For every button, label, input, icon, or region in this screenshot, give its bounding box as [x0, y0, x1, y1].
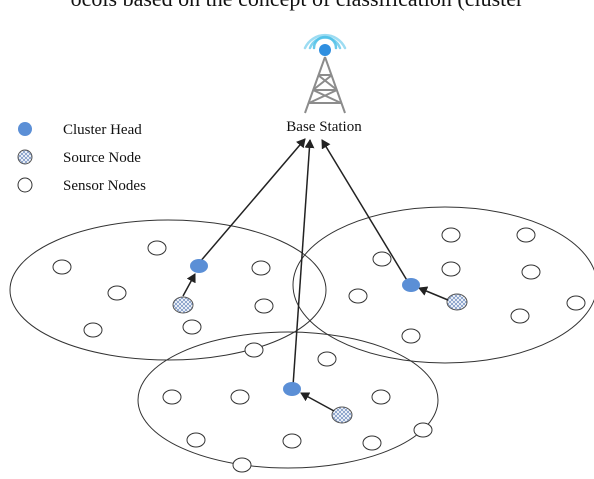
- sensor-node: [516, 227, 536, 243]
- sensor-node: [162, 389, 182, 405]
- cluster-bottom-boundary: [137, 331, 439, 469]
- sensor-node: [107, 285, 127, 301]
- legend-label-cluster-head: Cluster Head: [63, 122, 142, 138]
- arrow-head-to-base-bottom: [292, 139, 315, 387]
- sensor-node: [251, 260, 271, 276]
- sensor-node: [413, 422, 433, 438]
- legend-cluster-head-icon: [18, 122, 32, 136]
- sensor-node: [348, 288, 368, 304]
- cluster-head-left: [190, 259, 208, 273]
- legend-source-node-icon: [17, 149, 33, 165]
- sensor-node: [441, 227, 461, 243]
- cluster-left-boundary: [9, 219, 327, 361]
- sensor-node: [254, 298, 274, 314]
- sensor-node: [521, 264, 541, 280]
- sensor-node: [372, 251, 392, 267]
- sensor-node: [441, 261, 461, 277]
- sensor-node: [362, 435, 382, 451]
- sensor-node: [317, 351, 337, 367]
- base-station-tower-icon: [303, 33, 347, 114]
- source-node: [446, 293, 468, 311]
- sensor-node: [52, 259, 72, 275]
- cluster-head-right: [402, 278, 420, 292]
- source-node: [331, 406, 353, 424]
- base-station-label: Base Station: [286, 119, 362, 135]
- legend: Cluster Head Source Node Sensor Nodes: [17, 122, 146, 194]
- legend-label-sensor-node: Sensor Nodes: [63, 178, 146, 194]
- legend-sensor-node-icon: [17, 177, 33, 193]
- signal-waves-icon: [303, 33, 347, 50]
- sensor-node: [510, 308, 530, 324]
- sensor-node: [230, 389, 250, 405]
- legend-label-source-node: Source Node: [63, 150, 141, 166]
- sensor-node: [244, 342, 264, 358]
- sensor-node: [282, 433, 302, 449]
- sensor-node: [401, 328, 421, 344]
- sensor-node: [232, 457, 252, 473]
- cluster-head-bottom: [283, 382, 301, 396]
- arrow-source-to-head-left: [182, 273, 196, 297]
- sensor-node: [182, 319, 202, 335]
- sensor-node: [566, 295, 586, 311]
- caption-fragment: ocols based on the concept of classifica…: [0, 0, 594, 12]
- arrow-source-to-head-bottom: [300, 392, 335, 412]
- arrow-source-to-head-right: [418, 286, 449, 301]
- tower-beacon-icon: [319, 44, 331, 56]
- sensor-node: [371, 389, 391, 405]
- cluster-right-boundary: [292, 206, 594, 364]
- sensor-node: [147, 240, 167, 256]
- arrow-head-to-base-left: [198, 138, 306, 264]
- sensor-node: [83, 322, 103, 338]
- source-node: [172, 296, 194, 314]
- arrow-head-to-base-right: [321, 139, 409, 283]
- sensor-node: [186, 432, 206, 448]
